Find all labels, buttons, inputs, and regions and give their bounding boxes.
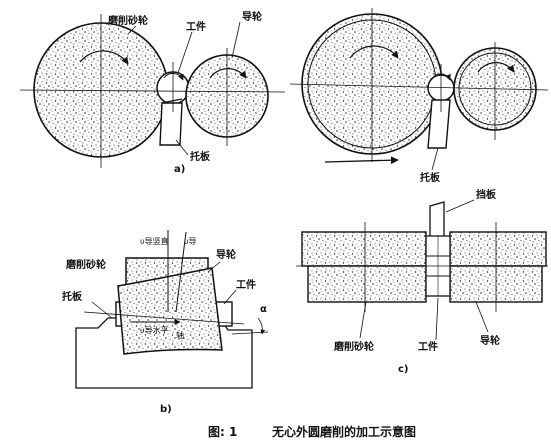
- grinding-wheel-c-upper: [301, 231, 427, 267]
- label-guide-wheel-c: 导轮: [480, 334, 500, 347]
- guide-wheel-b: [117, 267, 223, 355]
- label-rest-plate-a2: 托板: [420, 171, 441, 184]
- label-workpiece-b: 工件: [236, 278, 256, 291]
- rotation-arrow-guide-a2: [477, 62, 515, 73]
- v-guide-arrow: [175, 231, 187, 313]
- label-stop-plate: 挡板: [476, 188, 497, 201]
- label-v-vertical: υ导竖直: [140, 236, 169, 246]
- label-workpiece-c: 工件: [418, 340, 438, 353]
- label-guide-wheel-b: 导轮: [216, 248, 236, 261]
- caption-number: 图: 1: [208, 425, 237, 439]
- label-guide-wheel-a: 导轮: [242, 10, 262, 23]
- caption-title: 无心外圆磨削的加工示意图: [271, 424, 416, 439]
- label-grinding-wheel-c: 磨削砂轮: [333, 340, 374, 353]
- label-rest-plate-a: 托板: [190, 150, 211, 163]
- rotation-arrow-grinding-a: [79, 50, 129, 65]
- rotation-arrow-guide-a: [209, 68, 247, 79]
- feed-arrow-a2: [324, 156, 399, 165]
- label-axis-b: 轴: [176, 330, 184, 340]
- rest-plate-a2: [427, 99, 451, 149]
- rotation-arrow-workpiece-a2: [431, 73, 451, 81]
- rotation-arrow-workpiece-a: [163, 72, 184, 81]
- guide-wheel-c-upper: [449, 231, 547, 267]
- label-grinding-wheel-b: 磨削砂轮: [65, 258, 106, 271]
- panel-b: υ导竖直 υ导 磨削砂轮 导轮 工件 托板 υ导水平 轴 α b): [62, 230, 269, 415]
- panel-c: 挡板 磨削砂轮 工件 导轮 c): [296, 188, 548, 375]
- label-alpha: α: [260, 304, 267, 315]
- rest-plate-a: [159, 102, 183, 146]
- label-grinding-wheel-a: 磨削砂轮: [107, 14, 148, 27]
- panel-a2: 托板: [289, 8, 549, 184]
- label-rest-plate-b: 托板: [62, 290, 83, 303]
- rotation-arrow-grinding-a2: [349, 45, 399, 59]
- label-panel-b: b): [160, 404, 172, 415]
- label-panel-c: c): [398, 364, 409, 375]
- panel-a: 磨削砂轮 工件 导轮 托板 a): [19, 10, 286, 175]
- label-v-guide: υ导: [184, 237, 197, 246]
- grinding-wheel-c: [307, 265, 427, 303]
- label-workpiece-a: 工件: [186, 20, 206, 33]
- label-panel-a: a): [174, 164, 185, 175]
- label-v-horizontal: υ导水平: [140, 325, 169, 335]
